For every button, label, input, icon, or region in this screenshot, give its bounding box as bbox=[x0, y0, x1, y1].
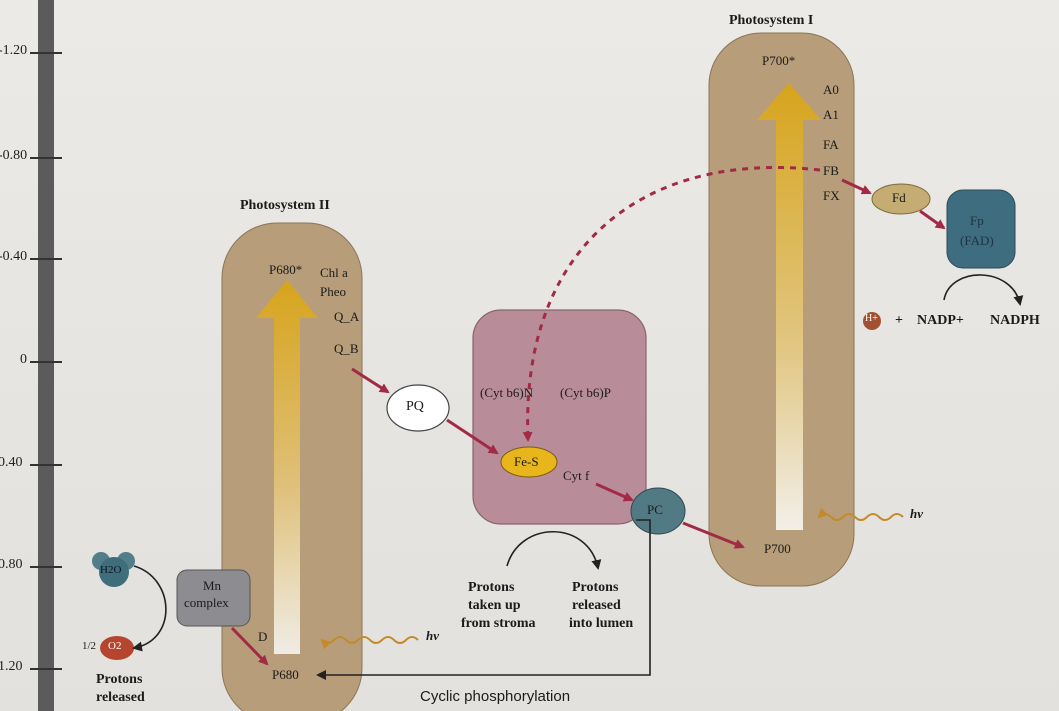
cytf-to-pc-arrow bbox=[595, 482, 634, 502]
fes-center bbox=[500, 446, 558, 478]
h-plus-label: H+ bbox=[865, 313, 878, 324]
protons-taken-label-2: taken up bbox=[468, 598, 521, 613]
nadp-reduction-arrow bbox=[943, 274, 1024, 306]
cyt-b6-n-label: (Cyt b6)N bbox=[480, 385, 534, 400]
a1-label: A1 bbox=[823, 107, 839, 122]
scale-tick bbox=[30, 258, 62, 260]
scale-tick bbox=[30, 464, 62, 466]
h2o-label: H2O bbox=[100, 564, 122, 576]
nadph-label: NADPH bbox=[990, 313, 1040, 328]
photosystem-i-energy-arrow bbox=[757, 83, 821, 530]
pheo-label: Pheo bbox=[320, 284, 346, 299]
scale-tick bbox=[30, 566, 62, 568]
fd-carrier bbox=[871, 183, 931, 215]
fad-label: (FAD) bbox=[960, 233, 994, 248]
scale-label: 0 bbox=[20, 352, 27, 367]
cyclic-phosphorylation-caption: Cyclic phosphorylation bbox=[420, 688, 571, 705]
qb-to-pq-arrow bbox=[351, 367, 390, 394]
protons-lumen-label-2: released bbox=[572, 598, 621, 613]
photosystem-i-title: Photosystem I bbox=[729, 13, 814, 28]
scale-tick bbox=[30, 668, 62, 670]
mn-label: Mn bbox=[203, 578, 222, 593]
cyclic-return-line bbox=[316, 519, 651, 680]
pq-label: PQ bbox=[406, 399, 424, 414]
pc-to-p700-arrow bbox=[682, 521, 745, 549]
fd-label: Fd bbox=[892, 190, 906, 205]
qb-label: Q_B bbox=[334, 341, 359, 356]
fd-to-fp-arrow bbox=[919, 209, 946, 230]
plus-sign: + bbox=[895, 313, 903, 328]
fx-label: FX bbox=[823, 188, 840, 203]
scale-label: -1.20 bbox=[0, 43, 28, 58]
photosystem-ii-title: Photosystem II bbox=[240, 198, 330, 213]
h-plus-ion bbox=[863, 312, 881, 330]
protons-taken-label-1: Protons bbox=[468, 580, 515, 595]
photosystem-ii-energy-arrow bbox=[256, 280, 318, 654]
mn-to-p680-arrow bbox=[230, 626, 269, 666]
d-label: D bbox=[258, 629, 268, 644]
p680-label: P680 bbox=[272, 667, 299, 682]
protons-released-label-2: released bbox=[96, 690, 145, 705]
cytochrome-complex bbox=[472, 309, 647, 525]
fb-to-fd-arrow bbox=[841, 178, 872, 195]
scale-tick bbox=[30, 157, 62, 159]
complex-label: complex bbox=[184, 595, 229, 610]
o2-molecule bbox=[100, 636, 134, 660]
protons-taken-label-3: from stroma bbox=[461, 616, 536, 631]
p680-star-label: P680* bbox=[269, 262, 303, 277]
cyclic-electron-path bbox=[522, 165, 821, 442]
cyt-f-label: Cyt f bbox=[563, 468, 590, 483]
pc-carrier bbox=[630, 487, 686, 535]
scale-tick bbox=[30, 361, 62, 363]
pq-carrier bbox=[386, 384, 450, 432]
hv-label-psii: hν bbox=[426, 628, 439, 643]
p700-star-label: P700* bbox=[762, 53, 796, 68]
o2-label: O2 bbox=[108, 640, 122, 652]
protons-lumen-label-1: Protons bbox=[572, 580, 619, 595]
fp-label: Fp bbox=[970, 213, 984, 228]
nadp-label: NADP+ bbox=[917, 313, 964, 328]
pc-label: PC bbox=[647, 502, 663, 517]
scale-label: -0.40 bbox=[0, 249, 28, 264]
fp-box bbox=[946, 189, 1016, 269]
h2o-molecule-atom bbox=[99, 557, 129, 587]
p700-label: P700 bbox=[764, 541, 791, 556]
a0-label: A0 bbox=[823, 82, 839, 97]
mn-complex-box bbox=[176, 569, 251, 627]
half-label: 1/2 bbox=[82, 640, 97, 652]
scale-label: -0.80 bbox=[0, 148, 28, 163]
scale-label: 0.80 bbox=[0, 557, 23, 572]
scale-label: 1.20 bbox=[0, 659, 23, 674]
light-wave-psii bbox=[320, 636, 419, 650]
scale-label: 0.40 bbox=[0, 455, 23, 470]
fa-label: FA bbox=[823, 137, 839, 152]
pq-to-fes-arrow bbox=[446, 418, 499, 455]
chl-a-label: Chl a bbox=[320, 265, 348, 280]
protons-lumen-label-3: into lumen bbox=[569, 616, 634, 631]
hv-label-psi: hν bbox=[910, 506, 923, 521]
cyt-b6-p-label: (Cyt b6)P bbox=[560, 385, 611, 400]
proton-transport-arrow bbox=[506, 531, 602, 570]
light-wave-psi bbox=[817, 507, 904, 521]
protons-released-label-1: Protons bbox=[96, 672, 143, 687]
potential-scale-bar bbox=[38, 0, 54, 711]
scale-tick bbox=[30, 52, 62, 54]
qa-label: Q_A bbox=[334, 309, 360, 324]
fb-label: FB bbox=[823, 163, 839, 178]
fes-label: Fe-S bbox=[514, 454, 539, 469]
water-oxidation-arrow bbox=[132, 565, 167, 652]
